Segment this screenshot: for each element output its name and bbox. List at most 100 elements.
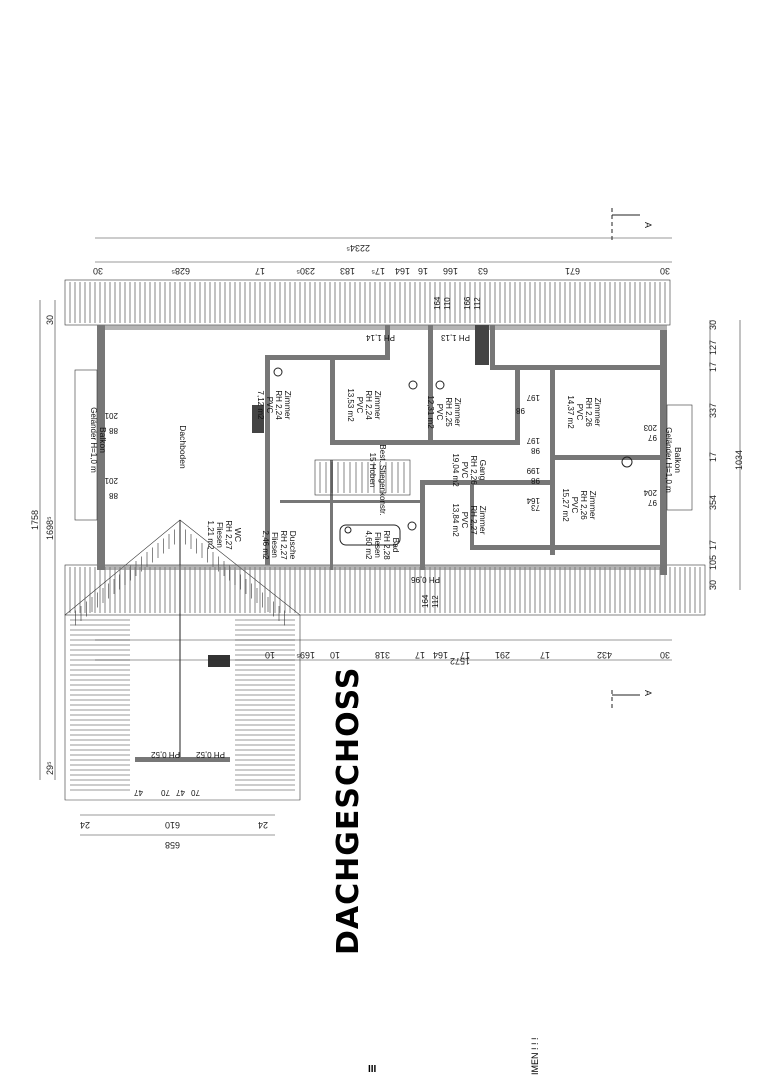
dims-bottom: 1572 432 30 17 291 17 164 17 318 10 169⁵… (265, 650, 670, 666)
section-marker-top: A (611, 208, 653, 240)
room-detail: 4,60 m2 (364, 531, 373, 560)
dim-bottom-3: 17 (540, 650, 550, 660)
dims-right: 30 127 17 337 17 354 1034 30 105 17 (708, 320, 744, 590)
room-name: Zimmer (283, 391, 293, 420)
dim-misc-2: 110 (443, 297, 452, 310)
dim-right-5: 17 (708, 452, 718, 462)
dim-top-3: 17 (255, 266, 265, 276)
section-label-top: A (643, 222, 653, 228)
parapet-1: PH 1,14 (366, 333, 395, 342)
dim-misc-25: 73 (531, 503, 540, 512)
room-detail: 1,21 m2 (206, 521, 215, 550)
room-name: Zimmer (373, 391, 383, 420)
room-detail: 7,12 m2 (256, 391, 265, 420)
dim-bottom-1: 432 (597, 650, 612, 660)
room-name: Bad (391, 537, 401, 552)
dim-misc-20: 98 (516, 406, 525, 415)
room-detail: Geländer H=1,0 m (664, 427, 673, 493)
dim-left-total: 1758 (30, 510, 40, 530)
dim-left-8: 658 (165, 840, 180, 850)
dim-top-10: 63 (478, 266, 488, 276)
room-detail: Geländer H=1,0 m (89, 407, 98, 473)
dim-bottom-9: 10 (330, 650, 340, 660)
room-detail: RH 2,26 (469, 455, 478, 485)
dim-right-4: 337 (708, 403, 718, 418)
dim-misc-13: 201 (104, 476, 118, 485)
dim-misc-16: 97 (648, 433, 657, 442)
dim-misc-19: 197 (526, 393, 540, 402)
room-detail: PVC (570, 497, 579, 514)
dim-left-inner: 1698⁵ (45, 516, 55, 540)
dim-misc-4: 112 (473, 297, 482, 310)
room-detail: Fliesen (373, 532, 382, 558)
toilets (273, 367, 633, 534)
dim-right-2: 127 (708, 340, 718, 355)
room-detail: Fliesen (215, 522, 224, 548)
dim-misc-12: 88 (109, 426, 118, 435)
roof-hatch-bottom (64, 564, 706, 616)
dim-bottom-2: 30 (660, 650, 670, 660)
dim-bottom-7: 17 (415, 650, 425, 660)
dim-left-3: 30 (45, 315, 55, 325)
room-name: Dusche (288, 531, 298, 560)
dim-misc-11: 201 (104, 411, 118, 420)
room-detail: PVC (265, 397, 274, 414)
dim-misc-26: 164 (526, 496, 540, 505)
dim-top-4: 230⁵ (296, 266, 315, 276)
dim-bottom-11: 10 (265, 650, 275, 660)
dim-left-7: 24 (258, 820, 268, 830)
room-detail: 19,04 m2 (451, 453, 460, 487)
room-detail: 13,84 m2 (451, 503, 460, 537)
room-detail: PVC (575, 404, 584, 421)
room-name: Zimmer (478, 506, 488, 535)
bathtub (339, 524, 401, 546)
room-name: Balkon (673, 447, 683, 473)
room-detail: RH 2,24 (364, 390, 373, 420)
room-detail: RH 2,27 (279, 530, 288, 560)
dim-bottom-10: 169⁵ (296, 650, 315, 660)
dim-top-11: 671 (565, 266, 580, 276)
dim-right-10: 17 (708, 540, 718, 550)
dim-left-5: 24 (80, 820, 90, 830)
room-detail: RH 2,27 (224, 520, 233, 550)
dim-misc-17: 204 (643, 488, 657, 497)
dim-misc-9: 164 (421, 594, 430, 608)
dim-top-9: 166 (443, 266, 458, 276)
dim-top-6: 17⁵ (371, 266, 385, 276)
section-marker-bottom: A (611, 690, 653, 710)
dim-left-4: 29⁵ (45, 761, 55, 775)
dim-right-6: 354 (708, 495, 718, 510)
dim-right-1: 30 (708, 320, 718, 330)
room-detail: RH 2,26 (584, 397, 593, 427)
dim-top-12: 30 (660, 266, 670, 276)
parapet-4: PH 0,52 (151, 750, 180, 759)
stairs (314, 459, 411, 496)
room-detail: PVC (460, 512, 469, 529)
dim-misc-24: 98 (531, 476, 540, 485)
room-detail: 13,53 m2 (346, 388, 355, 422)
stair-label-2: Best. Stiegenkonstr. (378, 444, 387, 515)
dim-top-2: 30 (93, 266, 103, 276)
roof-hatch-top (64, 279, 671, 326)
dim-top-8: 16 (418, 266, 428, 276)
dim-right-3: 17 (708, 362, 718, 372)
room-name: Gang (478, 460, 488, 481)
dim-misc-21: 197 (526, 436, 540, 445)
room-detail: RH 2,28 (382, 530, 391, 560)
room-name: Balkon (98, 427, 108, 453)
room-detail: 14,37 m2 (566, 395, 575, 429)
footer-right-mark: IMEN ! ! ! (530, 1037, 540, 1075)
dim-misc-6: 70 (161, 788, 170, 797)
room-name: Zimmer (453, 398, 463, 427)
room-detail: RH 2,24 (274, 390, 283, 420)
dim-top-1: 628⁵ (171, 266, 190, 276)
dim-misc-18: 97 (648, 498, 657, 507)
room-name: WC (233, 528, 243, 542)
dim-misc-3: 166 (463, 296, 472, 310)
dim-bottom-6: 164 (433, 650, 448, 660)
dim-right-total: 1034 (734, 450, 744, 470)
dim-top-5: 183 (340, 266, 355, 276)
dim-misc-22: 98 (531, 446, 540, 455)
